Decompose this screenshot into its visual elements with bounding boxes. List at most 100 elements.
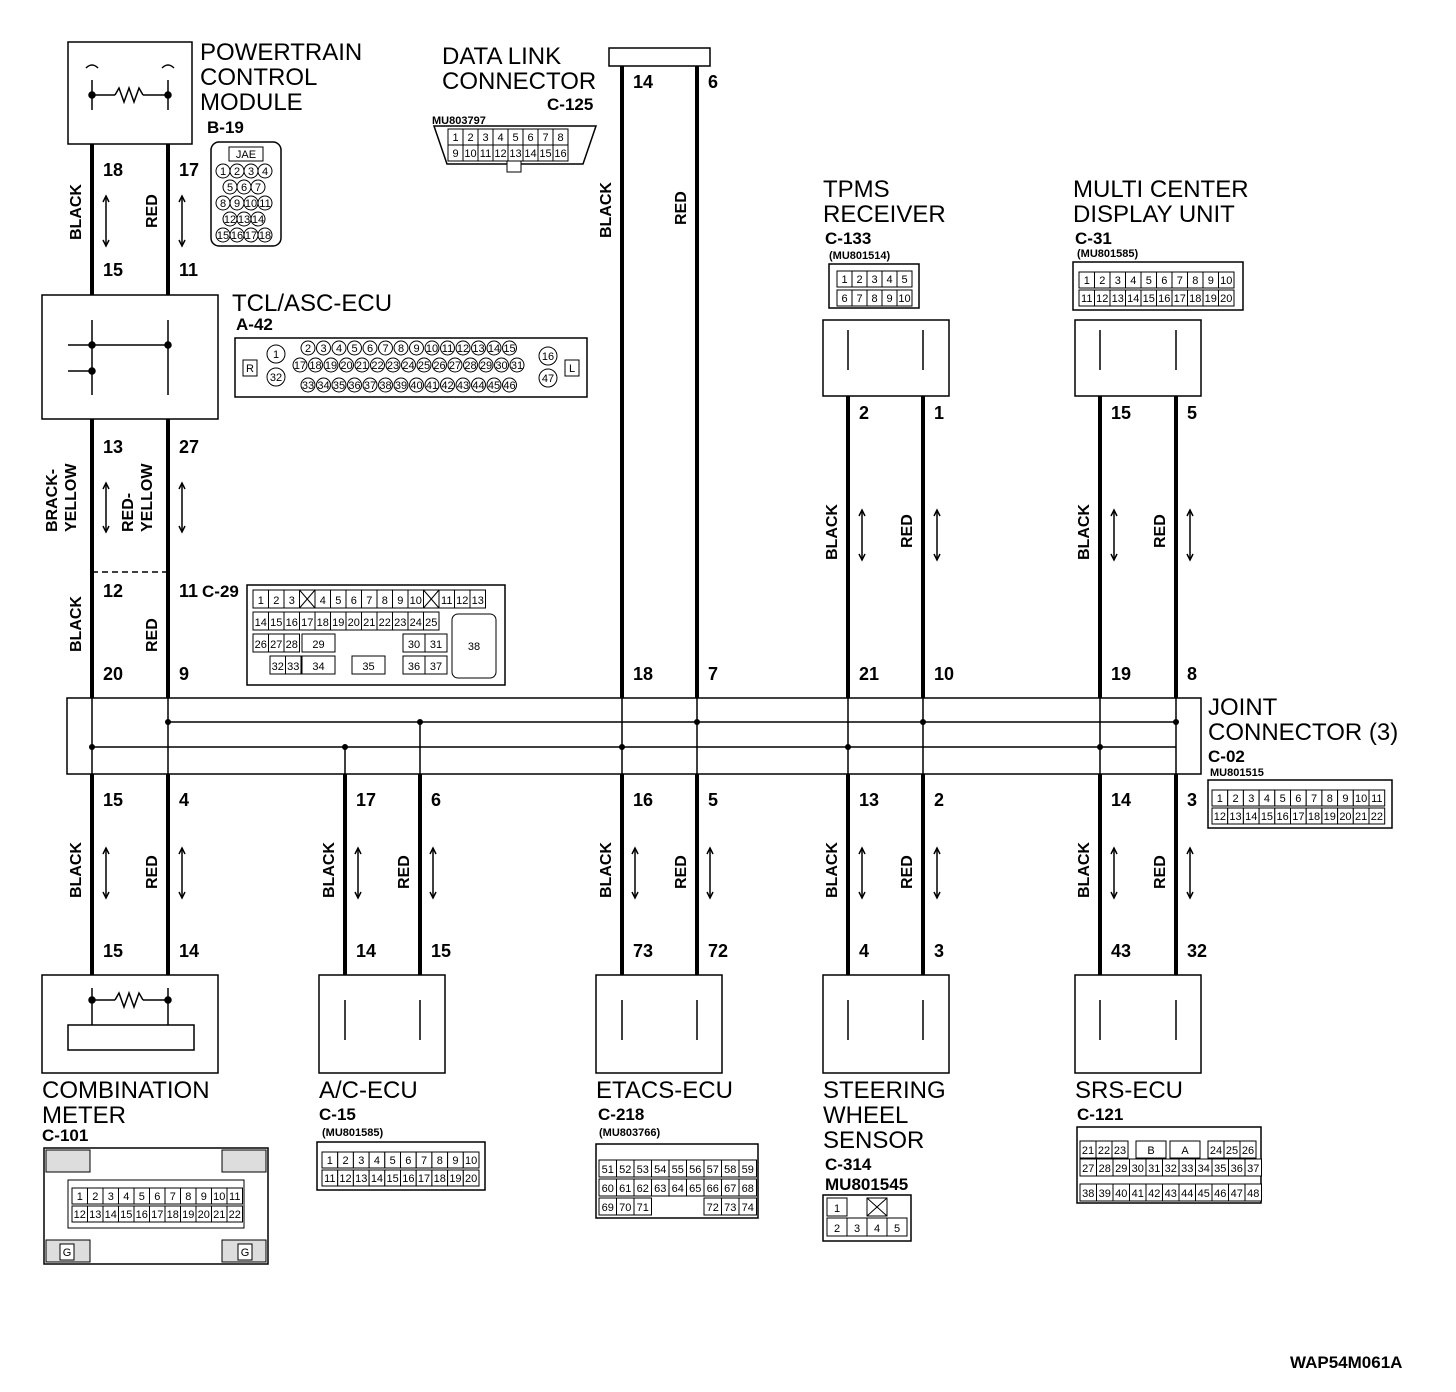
c101-pin-number: 17 bbox=[151, 1209, 163, 1221]
c29-pin-number: 11 bbox=[441, 595, 452, 607]
c121-pin-number: 46 bbox=[1214, 1188, 1226, 1200]
wire-color-label: BLACK bbox=[68, 842, 85, 898]
c125-pin-number: 4 bbox=[497, 132, 503, 144]
c02-pin-number: 22 bbox=[1371, 811, 1383, 823]
a42-pin-number: 47 bbox=[542, 373, 554, 385]
wire-color-label: RED bbox=[144, 194, 161, 228]
sws-box bbox=[822, 974, 950, 1074]
c218-pin-number: 54 bbox=[654, 1164, 666, 1176]
c29-pin-number: 5 bbox=[335, 595, 341, 607]
c218-pin-number: 60 bbox=[602, 1183, 614, 1195]
a42-pin-number: 26 bbox=[433, 360, 445, 372]
c133-cell bbox=[896, 270, 913, 288]
c29-cell bbox=[424, 633, 448, 653]
jc-connector-id: C-02 bbox=[1208, 747, 1245, 766]
c29-pin-number: 6 bbox=[351, 595, 357, 607]
a42-pin-number: 1 bbox=[273, 349, 279, 361]
c125-pin-number: 12 bbox=[494, 148, 506, 160]
c02-pin-number: 3 bbox=[1248, 793, 1254, 805]
c121-pin-number: 27 bbox=[1082, 1163, 1094, 1175]
c29-cell bbox=[351, 655, 386, 675]
jc-name-2: CONNECTOR (3) bbox=[1208, 719, 1398, 746]
c133-pin-number: 2 bbox=[856, 274, 862, 286]
c29-pin-number: 31 bbox=[430, 639, 442, 651]
bidirectional-arrow-icon bbox=[858, 508, 866, 562]
c121-pin-number: 28 bbox=[1099, 1163, 1111, 1175]
c29-pin-number: 33 bbox=[287, 661, 299, 673]
c02-cell bbox=[1368, 789, 1386, 807]
c29-cell bbox=[423, 611, 440, 631]
a42-pin-number: 29 bbox=[480, 360, 492, 372]
c218-pin-number: 74 bbox=[742, 1202, 754, 1214]
a42-pin-number: 30 bbox=[495, 360, 507, 372]
tpms-box bbox=[822, 319, 950, 397]
wire-color-label: BRACK- bbox=[44, 469, 61, 532]
c29-pin-number: 20 bbox=[348, 617, 360, 629]
c121-pin-number: 25 bbox=[1226, 1145, 1238, 1157]
etacs-part-no: (MU803766) bbox=[599, 1127, 660, 1139]
c31-pin-number: 4 bbox=[1130, 275, 1136, 287]
pin-label: 5 bbox=[708, 790, 718, 810]
pin-label: 1 bbox=[934, 403, 944, 423]
c218-cell bbox=[633, 1197, 652, 1216]
pin-label: 11 bbox=[179, 581, 198, 601]
c133-pin-number: 1 bbox=[841, 274, 847, 286]
a42-pin-number: 44 bbox=[472, 380, 484, 392]
c101-pin-number: 22 bbox=[229, 1209, 241, 1221]
c02-pin-number: 2 bbox=[1232, 793, 1238, 805]
a42-pin-number: 43 bbox=[457, 380, 469, 392]
pin-label: 32 bbox=[1187, 941, 1207, 961]
c218-pin-number: 73 bbox=[724, 1202, 736, 1214]
tpms-connector-id: C-133 bbox=[825, 229, 871, 248]
a42-cell bbox=[502, 377, 517, 393]
a42-cell bbox=[447, 357, 463, 373]
a42-cell bbox=[440, 340, 455, 356]
c101-pin-number: 5 bbox=[139, 1191, 145, 1203]
a42-cell bbox=[266, 344, 286, 364]
c218-pin-number: 68 bbox=[742, 1183, 754, 1195]
c31-pin-number: 11 bbox=[1081, 293, 1092, 305]
c31-pin-number: 1 bbox=[1084, 275, 1090, 287]
c121-pin-number: 39 bbox=[1099, 1188, 1111, 1200]
a42-pin-number: 46 bbox=[503, 380, 515, 392]
c15-pin-number: 3 bbox=[358, 1155, 364, 1167]
c15-pin-number: 9 bbox=[452, 1155, 458, 1167]
c121-cell bbox=[1111, 1140, 1129, 1159]
etacs-box bbox=[595, 974, 723, 1074]
c29-pin-number: 38 bbox=[468, 641, 480, 653]
c314-cell bbox=[886, 1217, 908, 1237]
c125-pin-number: 6 bbox=[527, 132, 533, 144]
b19-cell bbox=[250, 179, 266, 195]
c29-pin-number: 16 bbox=[286, 617, 298, 629]
c133-pin-number: 10 bbox=[898, 293, 910, 305]
c121-cell bbox=[1135, 1140, 1167, 1159]
c101-cell bbox=[59, 1243, 75, 1261]
c218-pin-number: 62 bbox=[637, 1183, 649, 1195]
c31-pin-number: 16 bbox=[1158, 293, 1170, 305]
dlc-connector-body bbox=[608, 47, 711, 67]
bidirectional-arrow-icon bbox=[1110, 846, 1118, 900]
c101-pin-number: 1 bbox=[77, 1191, 83, 1203]
c121-pin-number: 35 bbox=[1214, 1163, 1226, 1175]
c101-pin-number: 14 bbox=[105, 1209, 117, 1221]
a42-cell bbox=[316, 377, 331, 393]
c101-pin-number: 15 bbox=[120, 1209, 132, 1221]
pin-label: 3 bbox=[934, 941, 944, 961]
b19-pin-number: 5 bbox=[227, 182, 233, 194]
pin-label: 15 bbox=[431, 941, 451, 961]
c101-pin-number: 16 bbox=[136, 1209, 148, 1221]
dlc-name-1: DATA LINK bbox=[442, 43, 561, 70]
dlc-part-no: MU803797 bbox=[432, 115, 486, 127]
c101-pin-number: 12 bbox=[74, 1209, 86, 1221]
c31-pin-number: 3 bbox=[1115, 275, 1121, 287]
c101-pin-number: 8 bbox=[185, 1191, 191, 1203]
a42-pin-number: 13 bbox=[472, 343, 484, 355]
c121-pin-number: 23 bbox=[1114, 1145, 1126, 1157]
wire-color-label: BLACK bbox=[824, 504, 841, 560]
a42-pin-number: 14 bbox=[488, 343, 500, 355]
c02-pin-number: 16 bbox=[1277, 811, 1289, 823]
a42-cell bbox=[300, 340, 316, 356]
a42-cell bbox=[385, 357, 401, 373]
